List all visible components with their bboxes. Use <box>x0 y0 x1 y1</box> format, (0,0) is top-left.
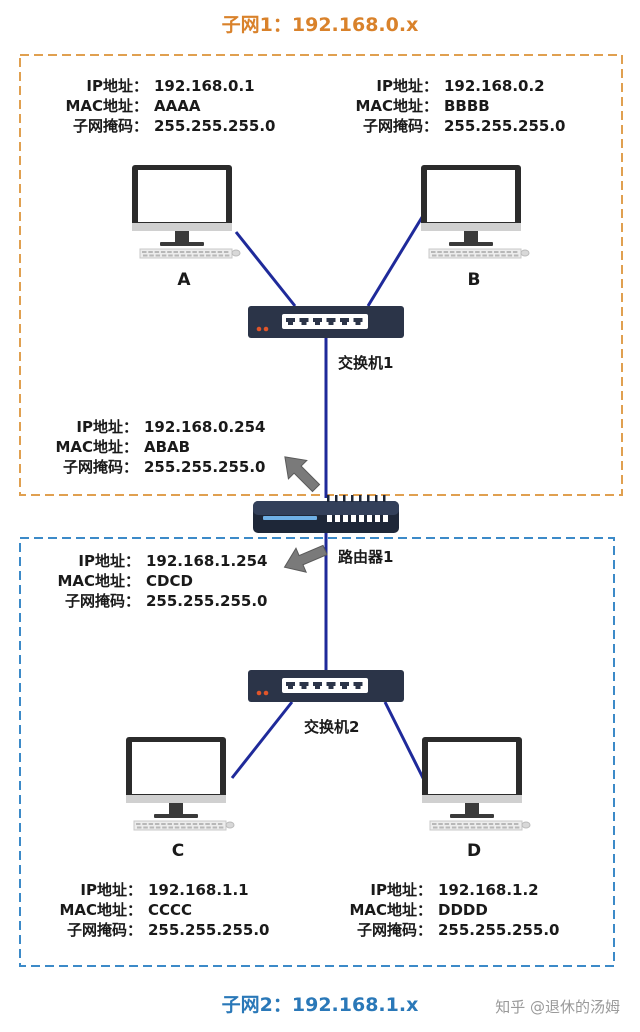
arrow-router-port1-icon <box>284 456 321 493</box>
router-icon <box>253 495 399 533</box>
mac-value: BBBB <box>444 97 490 115</box>
mask-key: 子网掩码： <box>362 117 438 135</box>
mac-value: CCCC <box>148 901 193 919</box>
ip-value: 192.168.0.254 <box>144 418 266 436</box>
mac-key: MAC地址： <box>59 901 142 919</box>
subnet1-title: 子网1：192.168.0.x <box>221 14 419 36</box>
mac-key: MAC地址： <box>55 438 138 456</box>
ip-key: IP地址： <box>80 881 142 899</box>
host-d-label: D <box>466 841 482 861</box>
keyboard-icon <box>139 248 233 259</box>
link-b-switch1 <box>366 213 426 307</box>
link-a-switch1 <box>234 231 297 307</box>
ip-key: IP地址： <box>76 418 138 436</box>
keyboard-icon <box>428 248 522 259</box>
computer-b-icon <box>421 165 530 259</box>
router-port1-info: IP地址： 192.168.0.254 MAC地址： ABAB 子网掩码： 255.2… <box>30 417 265 477</box>
subnet2-boundary <box>19 537 615 967</box>
ip-key: IP地址： <box>86 77 148 95</box>
host-c-label: C <box>171 841 185 861</box>
subnet1-boundary <box>19 54 623 496</box>
mask-value: 255.255.255.0 <box>154 117 276 135</box>
computer-a-icon <box>132 165 241 259</box>
ip-value: 192.168.0.2 <box>444 77 545 95</box>
link-switch2-d <box>383 701 426 781</box>
ip-value: 192.168.1.1 <box>148 881 249 899</box>
keyboard-icon <box>429 820 523 831</box>
mask-key: 子网掩码： <box>64 592 140 610</box>
keyboard-icon <box>133 820 227 831</box>
host-d-info: IP地址： 192.168.1.2 MAC地址： DDDD 子网掩码： 255.255… <box>324 880 559 940</box>
mask-key: 子网掩码： <box>62 458 138 476</box>
computer-d-icon <box>422 737 531 831</box>
switch2-label: 交换机2 <box>304 718 360 736</box>
host-b-label: B <box>467 270 481 290</box>
ip-key: IP地址： <box>376 77 438 95</box>
mac-value: CDCD <box>146 572 193 590</box>
ip-value: 192.168.1.254 <box>146 552 268 570</box>
mac-value: AAAA <box>154 97 201 115</box>
mask-key: 子网掩码： <box>72 117 148 135</box>
arrow-router-port2-icon <box>283 544 328 573</box>
host-c-info: IP地址： 192.168.1.1 MAC地址： CCCC 子网掩码： 255.255… <box>34 880 269 940</box>
host-b-info: IP地址： 192.168.0.2 MAC地址： BBBB 子网掩码： 255.255… <box>330 76 565 136</box>
ip-key: IP地址： <box>78 552 140 570</box>
switch1-icon <box>248 306 404 338</box>
ip-value: 192.168.0.1 <box>154 77 255 95</box>
computer-c-icon <box>126 737 235 831</box>
mask-value: 255.255.255.0 <box>444 117 566 135</box>
mask-value: 255.255.255.0 <box>438 921 560 939</box>
ip-value: 192.168.1.2 <box>438 881 539 899</box>
watermark: 知乎 @退休的汤姆 <box>495 998 620 1016</box>
switch1-label: 交换机1 <box>338 354 394 372</box>
mac-key: MAC地址： <box>65 97 148 115</box>
link-switch2-c <box>230 701 294 779</box>
switch2-icon <box>248 670 404 702</box>
mac-value: DDDD <box>438 901 488 919</box>
mask-value: 255.255.255.0 <box>148 921 270 939</box>
router-port2-info: IP地址： 192.168.1.254 MAC地址： CDCD 子网掩码： 255.2… <box>32 551 267 611</box>
mask-value: 255.255.255.0 <box>146 592 268 610</box>
mask-key: 子网掩码： <box>356 921 432 939</box>
ip-key: IP地址： <box>370 881 432 899</box>
router-label: 路由器1 <box>338 548 394 566</box>
host-a-label: A <box>177 270 191 290</box>
host-a-info: IP地址： 192.168.0.1 MAC地址： AAAA 子网掩码： 255.255… <box>40 76 275 136</box>
mask-key: 子网掩码： <box>66 921 142 939</box>
mask-value: 255.255.255.0 <box>144 458 266 476</box>
mac-key: MAC地址： <box>57 572 140 590</box>
subnet2-title: 子网2：192.168.1.x <box>221 994 419 1016</box>
mac-key: MAC地址： <box>349 901 432 919</box>
mac-value: ABAB <box>144 438 191 456</box>
mac-key: MAC地址： <box>355 97 438 115</box>
